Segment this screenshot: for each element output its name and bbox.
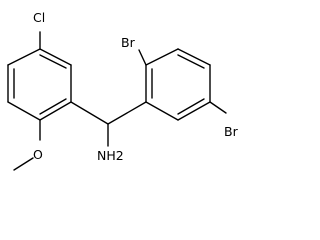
bond-ring-to-br-meta (209, 101, 227, 114)
chlorine-label: Cl (33, 10, 45, 25)
double-bond-inner (39, 98, 67, 115)
bond-ch-to-right-ring (107, 101, 147, 125)
left-benzene-ring (7, 48, 72, 121)
amine-label: NH2 (97, 148, 124, 163)
bromine-meta-label: Br (224, 124, 239, 139)
bond (177, 48, 211, 66)
bond (145, 101, 179, 121)
double-bond-inner (39, 54, 67, 69)
double-bond-inner (177, 54, 205, 69)
oxygen-label: O (33, 147, 43, 162)
bond (7, 101, 41, 121)
bond (177, 101, 211, 121)
bromine-ortho-label: Br (121, 35, 136, 50)
bond (7, 48, 41, 66)
chemical-structure-diagram: Cl Br Br NH2 O (7, 10, 239, 171)
bond-o-to-methyl (13, 157, 34, 171)
bond (145, 48, 179, 66)
bond (39, 48, 72, 66)
double-bond-inner (177, 98, 205, 115)
bond-ring-to-br-ortho (138, 49, 147, 66)
bond (39, 101, 72, 121)
right-benzene-ring (145, 48, 211, 121)
bond-left-ring-to-ch (70, 101, 109, 125)
